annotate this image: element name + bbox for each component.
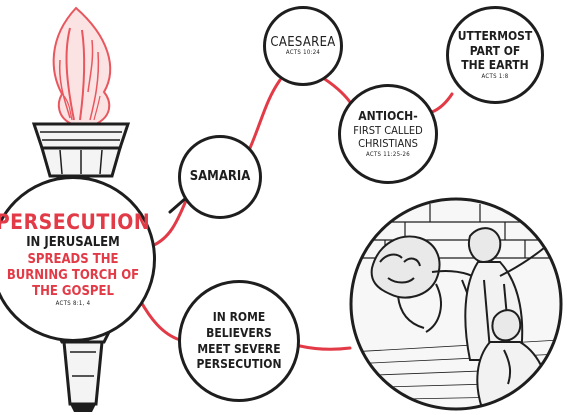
node-antioch-ref: ACTS 11:25-26 — [365, 150, 411, 158]
node-rome-line3: MEET SEVERE — [197, 341, 281, 356]
node-jerusalem-line1: PERSECUTION — [0, 209, 151, 234]
node-uttermost-line2: PART OF — [469, 43, 521, 58]
node-rome-line1: IN ROME — [212, 310, 266, 325]
node-jerusalem-line4: BURNING TORCH OF — [6, 267, 140, 283]
torch-icon — [31, 122, 131, 412]
connector-jerusalem-rome — [138, 298, 182, 342]
flame-icon — [52, 6, 112, 125]
node-uttermost-line1: UTTERMOST — [457, 28, 533, 43]
node-samaria: SAMARIA — [178, 135, 262, 219]
connector-caesarea-antioch — [318, 74, 352, 104]
connector-rome-illustration — [298, 344, 352, 351]
node-jerusalem-line2: IN JERUSALEM — [26, 234, 120, 250]
node-jerusalem-line5: THE GOSPEL — [32, 283, 114, 299]
node-antioch: ANTIOCH- FIRST CALLED CHRISTIANS ACTS 11… — [338, 84, 438, 184]
connector-samaria-caesarea — [248, 78, 282, 150]
node-rome: IN ROME BELIEVERS MEET SEVERE PERSECUTIO… — [178, 280, 300, 402]
node-jerusalem-line3: SPREADS THE — [27, 252, 119, 268]
node-jerusalem-ref: ACTS 8:1, 4 — [55, 300, 91, 308]
lion-and-believers-illustration — [349, 197, 563, 411]
connector-antioch-uttermost — [430, 92, 454, 114]
node-uttermost-ref: ACTS 1:8 — [481, 72, 509, 80]
node-samaria-label: SAMARIA — [189, 169, 251, 185]
node-jerusalem: PERSECUTION IN JERUSALEM SPREADS THE BUR… — [0, 176, 156, 342]
connector-jerusalem-samaria — [150, 194, 190, 248]
node-antioch-line3: CHRISTIANS — [358, 137, 418, 151]
node-uttermost-line3: THE EARTH — [461, 58, 529, 73]
node-caesarea-label: CAESAREA — [270, 34, 336, 50]
node-antioch-line2: FIRST CALLED — [353, 123, 423, 137]
node-caesarea: CAESAREA ACTS 10:24 — [263, 6, 343, 86]
node-rome-line2: BELIEVERS — [206, 325, 272, 340]
node-antioch-line1: ANTIOCH- — [358, 109, 418, 123]
node-rome-line4: PERSECUTION — [196, 357, 282, 372]
node-caesarea-ref: ACTS 10:24 — [285, 49, 321, 57]
node-uttermost: UTTERMOST PART OF THE EARTH ACTS 1:8 — [446, 6, 544, 104]
